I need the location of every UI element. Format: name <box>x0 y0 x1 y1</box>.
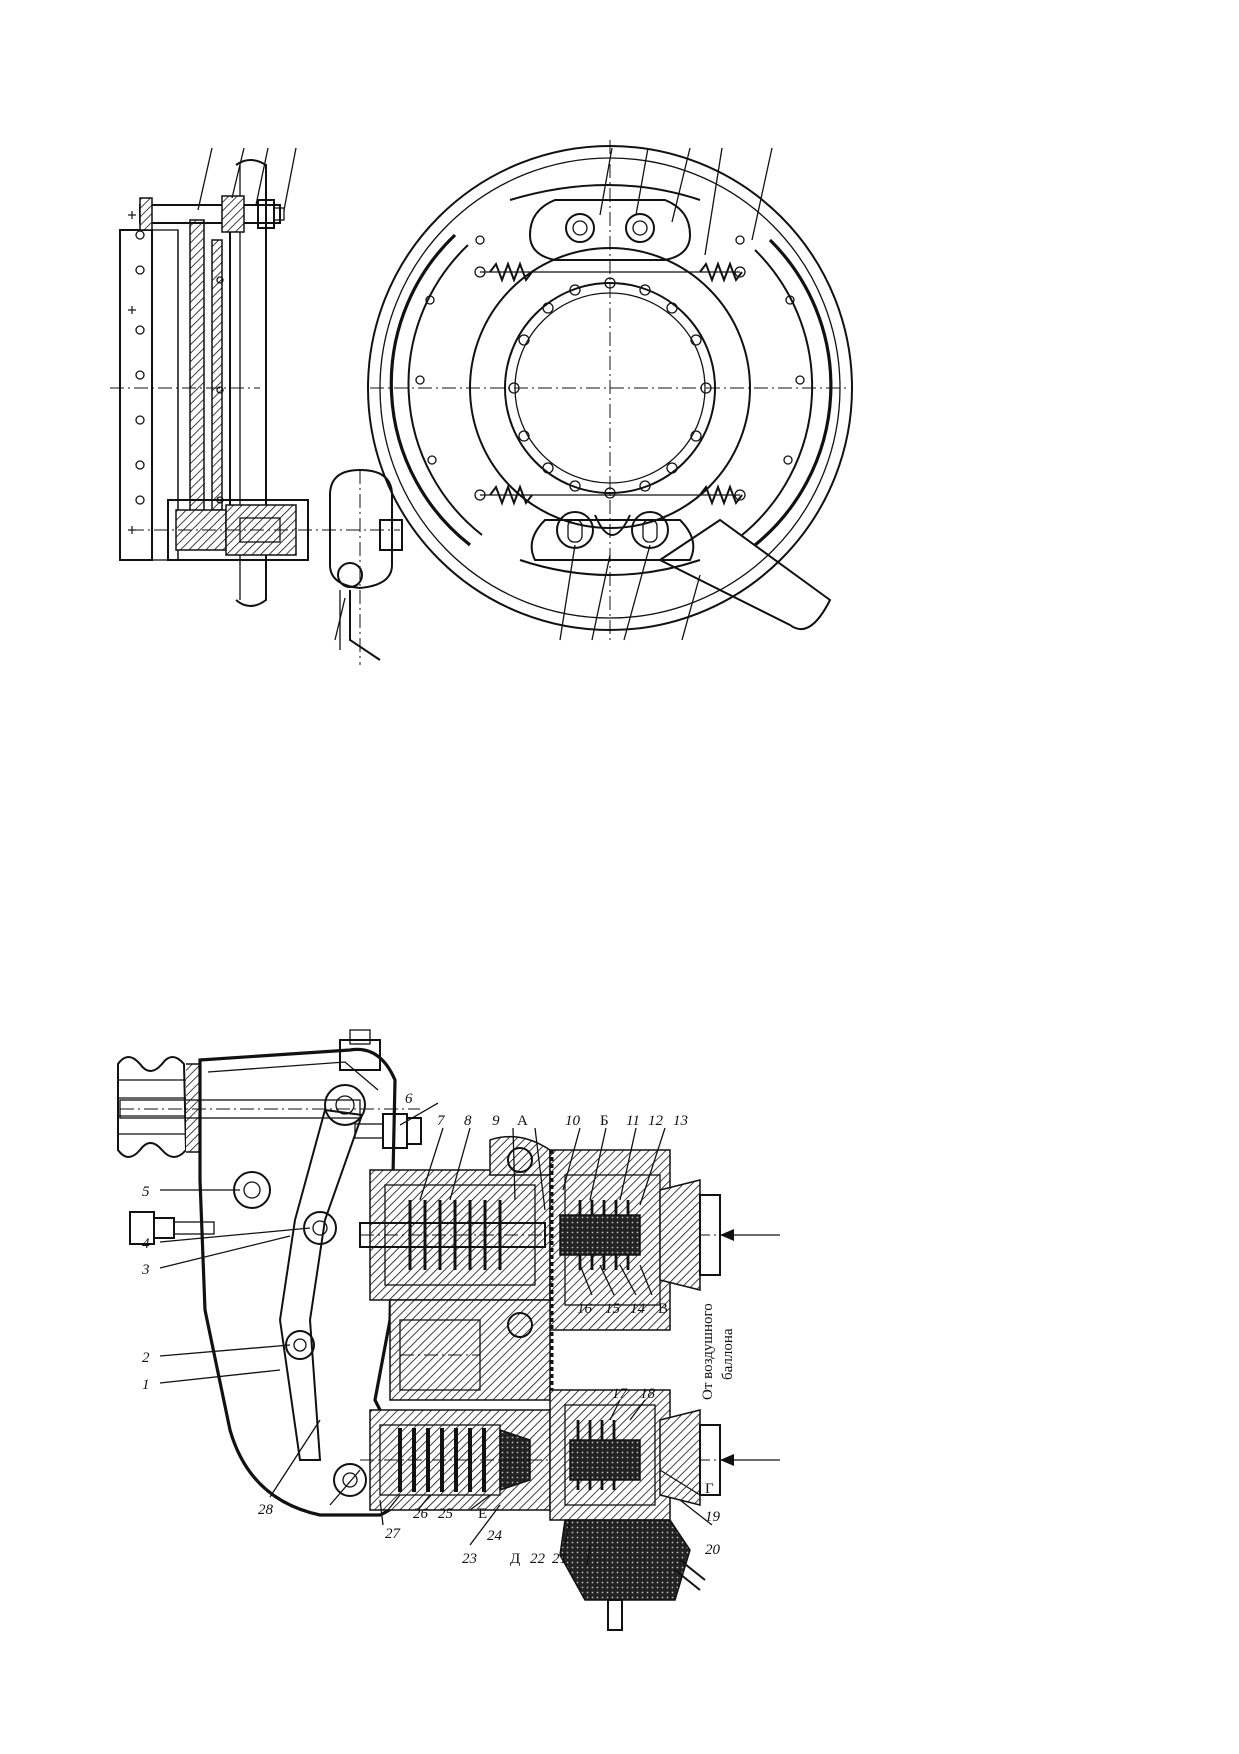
label-8: 8 <box>464 1113 472 1129</box>
air-source-caption: От воздушного баллона <box>700 1303 736 1400</box>
label-15: 15 <box>605 1301 621 1317</box>
drum-brake-drawing <box>110 140 853 665</box>
label-22: 22 <box>530 1551 546 1567</box>
label-D: Д <box>510 1551 520 1567</box>
label-28: 28 <box>258 1502 274 1518</box>
label-G: Г <box>705 1481 714 1497</box>
label-10: 10 <box>565 1113 581 1129</box>
brake-valve-drawing: 6 7 8 9 А 10 Б 11 12 13 5 4 3 2 1 16 15 … <box>117 1029 780 1631</box>
leader-lines <box>159 1102 713 1566</box>
label-18: 18 <box>640 1386 656 1402</box>
label-6: 6 <box>405 1091 413 1107</box>
label-25: 25 <box>438 1506 454 1522</box>
label-3: 3 <box>141 1262 150 1278</box>
label-A: А <box>517 1113 528 1129</box>
label-11: 11 <box>626 1113 640 1129</box>
label-4: 4 <box>142 1236 150 1252</box>
label-13: 13 <box>673 1113 688 1129</box>
caption-line-1: От воздушного <box>700 1303 716 1400</box>
label-23: 23 <box>462 1551 477 1567</box>
label-27: 27 <box>385 1526 402 1542</box>
label-12: 12 <box>648 1113 664 1129</box>
label-V: В <box>658 1301 668 1317</box>
label-14: 14 <box>630 1301 646 1317</box>
label-26: 26 <box>413 1506 429 1522</box>
label-2: 2 <box>142 1350 150 1366</box>
label-19: 19 <box>705 1509 721 1525</box>
label-B: Б <box>600 1113 609 1129</box>
label-17: 17 <box>612 1386 629 1402</box>
label-1: 1 <box>142 1377 150 1393</box>
label-7: 7 <box>437 1113 446 1129</box>
label-21: 21 <box>552 1551 567 1567</box>
label-20: 20 <box>705 1542 721 1558</box>
label-16: 16 <box>577 1301 593 1317</box>
brake-front-view <box>367 140 853 641</box>
caption-line-2: баллона <box>720 1328 736 1380</box>
rubber-boot <box>117 1056 201 1158</box>
label-9: 9 <box>492 1113 500 1129</box>
label-5: 5 <box>142 1184 150 1200</box>
brake-side-section <box>110 147 403 665</box>
label-E: Е <box>478 1506 487 1522</box>
label-24: 24 <box>487 1528 503 1544</box>
